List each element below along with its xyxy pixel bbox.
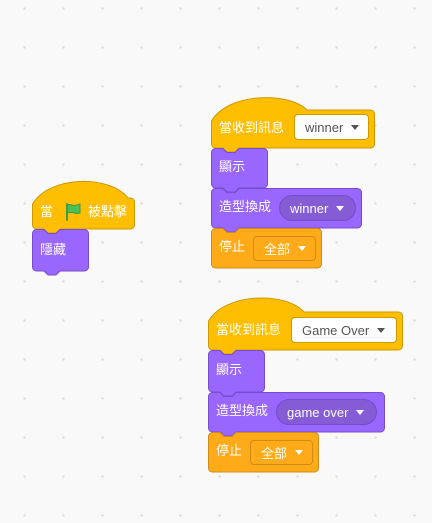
- message-dropdown-value: winner: [305, 119, 344, 135]
- switch-costume-label: 造型換成: [219, 200, 272, 215]
- show-block[interactable]: 顯示: [211, 148, 269, 196]
- stop-option-value: 全部: [264, 242, 291, 257]
- when-receive-label: 當收到訊息: [219, 121, 285, 136]
- show-block[interactable]: 顯示: [208, 350, 266, 398]
- hide-block[interactable]: 隱藏: [32, 229, 90, 277]
- costume-dropdown[interactable]: winner: [279, 195, 356, 221]
- stop-block[interactable]: 停止 全部: [211, 228, 323, 272]
- stop-option-dropdown[interactable]: 全部: [250, 440, 313, 465]
- stop-option-value: 全部: [261, 446, 288, 461]
- switch-costume-block[interactable]: 造型換成 winner: [211, 188, 363, 236]
- costume-dropdown[interactable]: game over: [276, 399, 377, 425]
- stop-option-dropdown[interactable]: 全部: [253, 236, 316, 261]
- chevron-down-icon[interactable]: [377, 327, 386, 333]
- show-label: 顯示: [219, 160, 246, 175]
- stop-label: 停止: [219, 240, 246, 255]
- green-flag-icon: [63, 202, 83, 222]
- when-flag-clicked-hat-block[interactable]: 當 被點擊: [32, 181, 135, 234]
- stop-block[interactable]: 停止 全部: [208, 432, 320, 476]
- stop-label: 停止: [216, 444, 243, 459]
- chevron-down-icon[interactable]: [336, 205, 345, 211]
- message-dropdown[interactable]: Game Over: [291, 317, 397, 343]
- when-receive-hat-block[interactable]: 當收到訊息 Game Over: [208, 297, 404, 355]
- when-receive-hat-block[interactable]: 當收到訊息 winner: [211, 97, 376, 153]
- costume-dropdown-value: winner: [290, 200, 329, 216]
- chevron-down-icon[interactable]: [356, 409, 365, 415]
- message-dropdown[interactable]: winner: [294, 114, 369, 140]
- hat-suffix-text: 被點擊: [88, 205, 128, 220]
- show-label: 顯示: [216, 363, 243, 378]
- switch-costume-label: 造型換成: [216, 404, 269, 419]
- chevron-down-icon[interactable]: [351, 124, 360, 130]
- message-dropdown-value: Game Over: [302, 322, 370, 338]
- costume-dropdown-value: game over: [287, 404, 349, 420]
- when-receive-label: 當收到訊息: [216, 323, 282, 338]
- chevron-down-icon[interactable]: [298, 246, 307, 251]
- chevron-down-icon[interactable]: [295, 450, 304, 455]
- hide-label: 隱藏: [40, 243, 67, 258]
- switch-costume-block[interactable]: 造型換成 game over: [208, 392, 386, 440]
- hat-prefix-text: 當: [40, 205, 54, 220]
